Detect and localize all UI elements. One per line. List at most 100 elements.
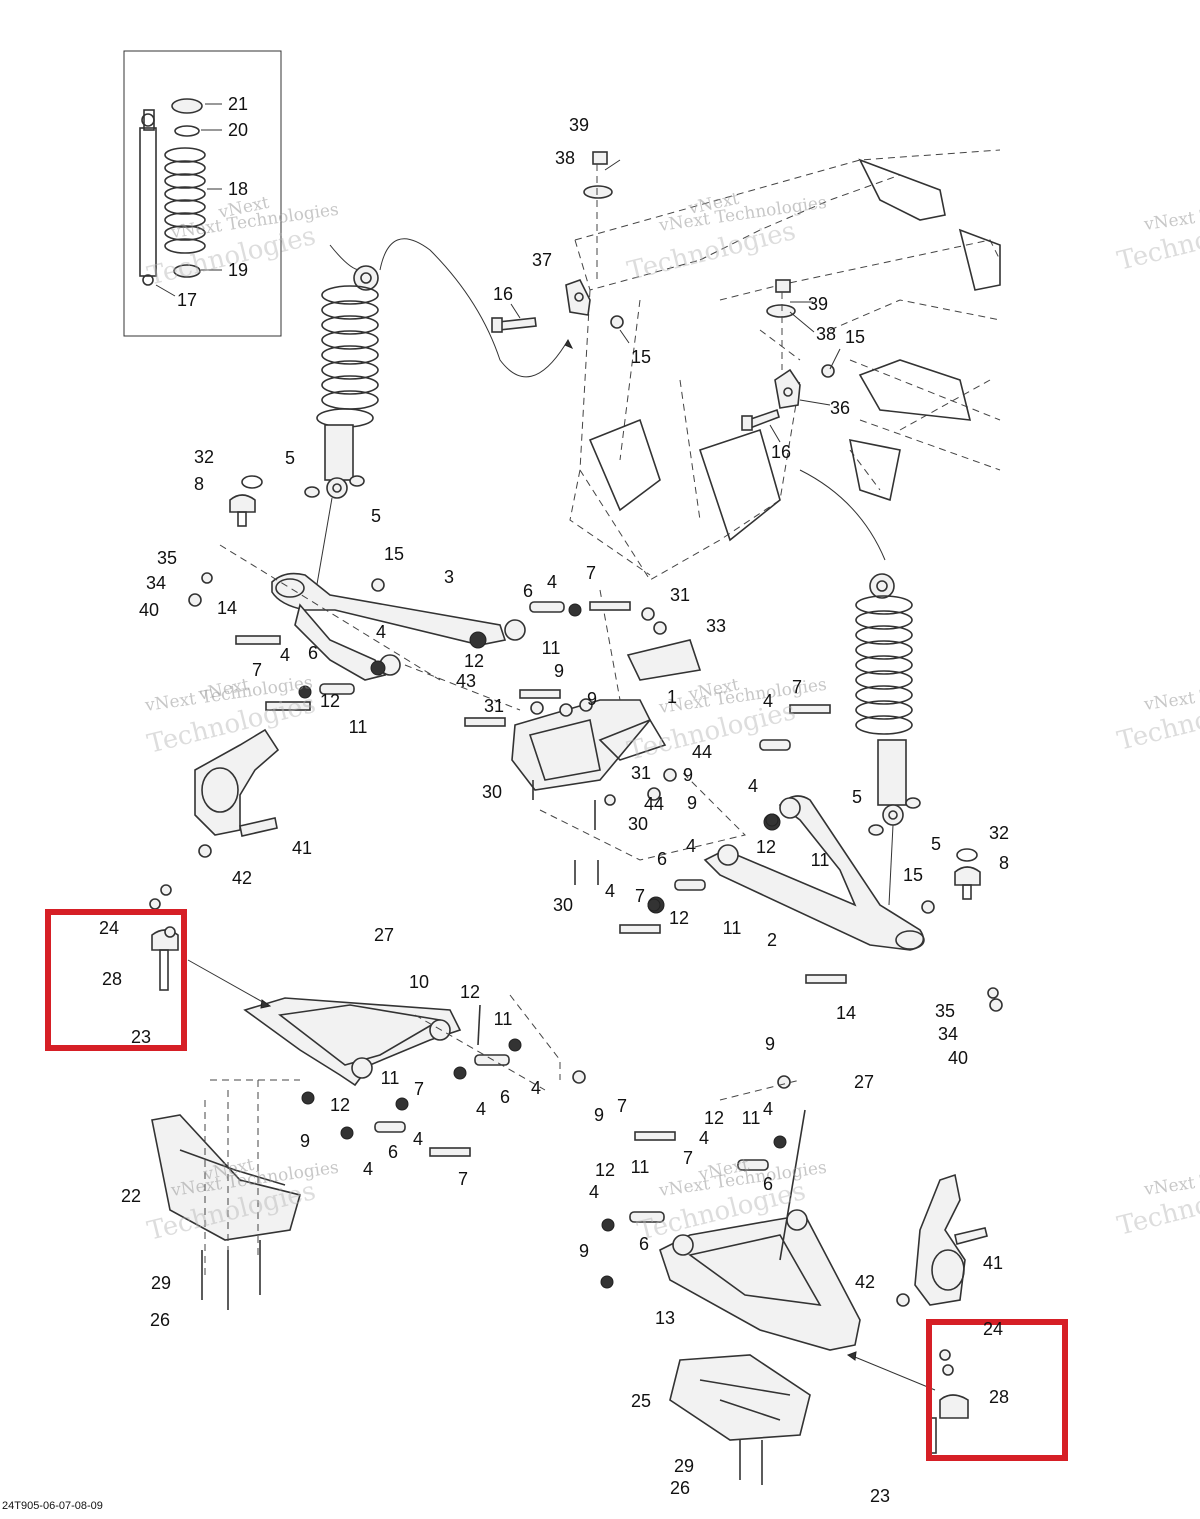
callout-6: 6: [388, 1142, 398, 1162]
callout-11: 11: [349, 717, 368, 737]
lower-a-arm-right: [647, 795, 925, 951]
callout-22: 22: [121, 1186, 141, 1206]
leader-curve-right: [799, 469, 886, 561]
shock-inset-box: [123, 50, 282, 337]
callout-14: 14: [217, 598, 237, 618]
callout-11: 11: [542, 638, 561, 658]
callout-6: 6: [500, 1087, 510, 1107]
callout-12: 12: [669, 908, 689, 928]
callout-12: 12: [330, 1095, 350, 1115]
callout-9: 9: [594, 1105, 604, 1125]
callout-40: 40: [948, 1048, 968, 1068]
callout-4: 4: [589, 1182, 599, 1202]
callout-41: 41: [292, 838, 312, 858]
callout-11: 11: [381, 1068, 400, 1088]
callout-15: 15: [631, 347, 651, 367]
callout-7: 7: [792, 677, 802, 697]
callout-16: 16: [771, 442, 791, 462]
callout-30: 30: [553, 895, 573, 915]
callout-28: 28: [989, 1387, 1009, 1407]
callout-12: 12: [704, 1108, 724, 1128]
callout-18: 18: [228, 179, 248, 199]
callout-39: 39: [808, 294, 828, 314]
callout-7: 7: [586, 563, 596, 583]
callout-37: 37: [532, 250, 552, 270]
callout-13: 13: [655, 1308, 675, 1328]
callout-36: 36: [830, 398, 850, 418]
callout-11: 11: [494, 1009, 513, 1029]
callout-26: 26: [670, 1478, 690, 1498]
callout-30: 30: [482, 782, 502, 802]
callout-12: 12: [464, 651, 484, 671]
right-shock-absorber: [855, 573, 921, 906]
callout-4: 4: [476, 1099, 486, 1119]
callout-5: 5: [852, 787, 862, 807]
callout-11: 11: [742, 1108, 761, 1128]
callout-4: 4: [363, 1159, 373, 1179]
callout-4: 4: [748, 776, 758, 796]
callout-40: 40: [139, 600, 159, 620]
highlight-box-left: [45, 909, 187, 1051]
callout-31: 31: [631, 763, 651, 783]
callout-4: 4: [376, 622, 386, 642]
callout-20: 20: [228, 120, 248, 140]
callout-4: 4: [686, 836, 696, 856]
callout-31: 31: [670, 585, 690, 605]
callout-7: 7: [683, 1148, 693, 1168]
callout-11: 11: [811, 850, 830, 870]
callout-31: 31: [484, 696, 504, 716]
callout-42: 42: [855, 1272, 875, 1292]
callout-4: 4: [763, 691, 773, 711]
callout-42: 42: [232, 868, 252, 888]
callout-38: 38: [816, 324, 836, 344]
callout-30: 30: [628, 814, 648, 834]
ball-joint-upper-left: [229, 475, 263, 527]
callout-4: 4: [280, 645, 290, 665]
callout-7: 7: [414, 1079, 424, 1099]
callout-9: 9: [683, 765, 693, 785]
callout-25: 25: [631, 1391, 651, 1411]
callout-35: 35: [157, 548, 177, 568]
callout-39: 39: [569, 115, 589, 135]
upper-a-arm-left: [271, 572, 526, 681]
callout-12: 12: [460, 982, 480, 1002]
callout-10: 10: [409, 972, 429, 992]
callout-4: 4: [699, 1128, 709, 1148]
callout-8: 8: [999, 853, 1009, 873]
callout-15: 15: [903, 865, 923, 885]
callout-4: 4: [547, 572, 557, 592]
callout-9: 9: [300, 1131, 310, 1151]
callout-12: 12: [595, 1160, 615, 1180]
leader-curve-left: [329, 238, 566, 378]
callout-5: 5: [285, 448, 295, 468]
callout-34: 34: [146, 573, 166, 593]
callout-43: 43: [456, 671, 476, 691]
callout-6: 6: [763, 1174, 773, 1194]
callout-4: 4: [531, 1078, 541, 1098]
callout-6: 6: [308, 643, 318, 663]
callout-9: 9: [579, 1241, 589, 1261]
callout-11: 11: [723, 918, 742, 938]
center-bracket: [219, 544, 746, 861]
callout-44: 44: [692, 742, 712, 762]
callout-6: 6: [523, 581, 533, 601]
ball-joint-upper-right: [954, 848, 981, 900]
callout-2: 2: [767, 930, 777, 950]
callout-27: 27: [374, 925, 394, 945]
callout-28: 28: [102, 969, 122, 989]
callout-8: 8: [194, 474, 204, 494]
callout-35: 35: [935, 1001, 955, 1021]
callout-29: 29: [151, 1273, 171, 1293]
callout-11: 11: [631, 1157, 650, 1177]
callout-33: 33: [706, 616, 726, 636]
spindle-right: [896, 1173, 988, 1307]
drawing-code: 24T905-06-07-08-09: [2, 1500, 103, 1512]
callout-34: 34: [938, 1024, 958, 1044]
callout-23: 23: [870, 1486, 890, 1506]
callout-6: 6: [639, 1234, 649, 1254]
callout-24: 24: [99, 918, 119, 938]
callout-32: 32: [989, 823, 1009, 843]
callout-12: 12: [320, 691, 340, 711]
